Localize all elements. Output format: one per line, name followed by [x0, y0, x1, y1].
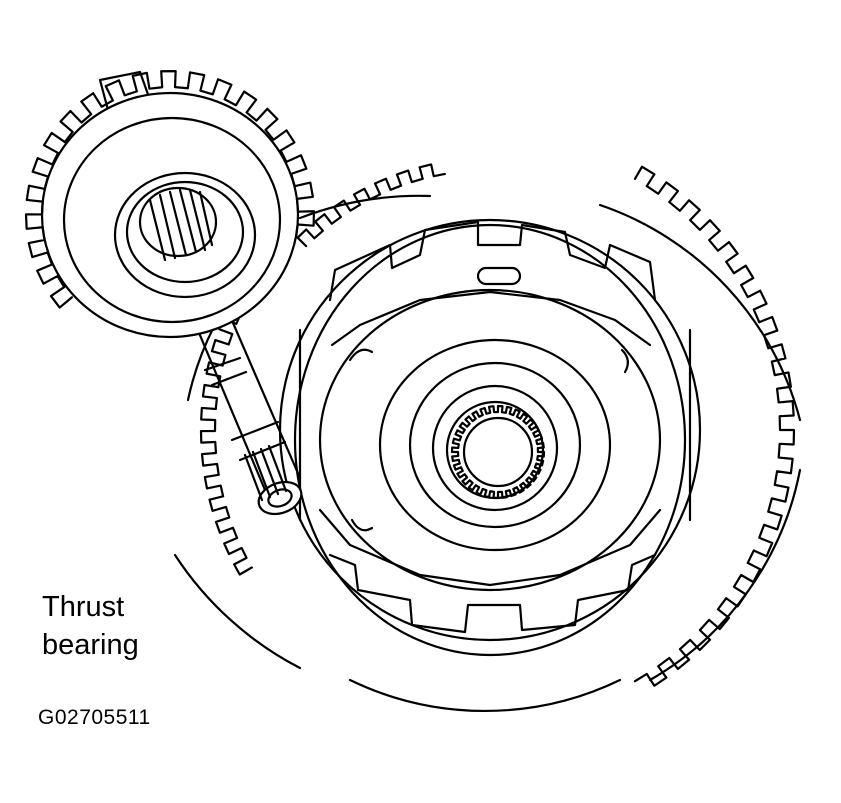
gear-tooth-strip	[633, 165, 796, 687]
center-hub	[378, 338, 612, 552]
callout-line-2: bearing	[42, 629, 139, 661]
gear-tooth-strip	[24, 70, 316, 309]
gear-tooth-strip	[199, 312, 253, 576]
figure-id: G02705511	[38, 706, 151, 729]
ring-gear-teeth-top	[296, 163, 446, 248]
sun-gear-teeth	[24, 70, 316, 309]
clutch-drum	[278, 218, 702, 657]
gear-tooth-strip	[296, 163, 446, 248]
callout-line-1: Thrust	[42, 591, 125, 623]
ring-gear-teeth-right	[633, 165, 796, 687]
sun-gear	[24, 70, 316, 339]
gear-tooth-strip	[450, 404, 546, 500]
hub-spline-teeth	[450, 404, 546, 500]
input-shaft	[158, 226, 303, 516]
thrust-bearing-label: Thrust bearing	[42, 588, 139, 664]
ring-gear-teeth-left	[199, 312, 253, 576]
